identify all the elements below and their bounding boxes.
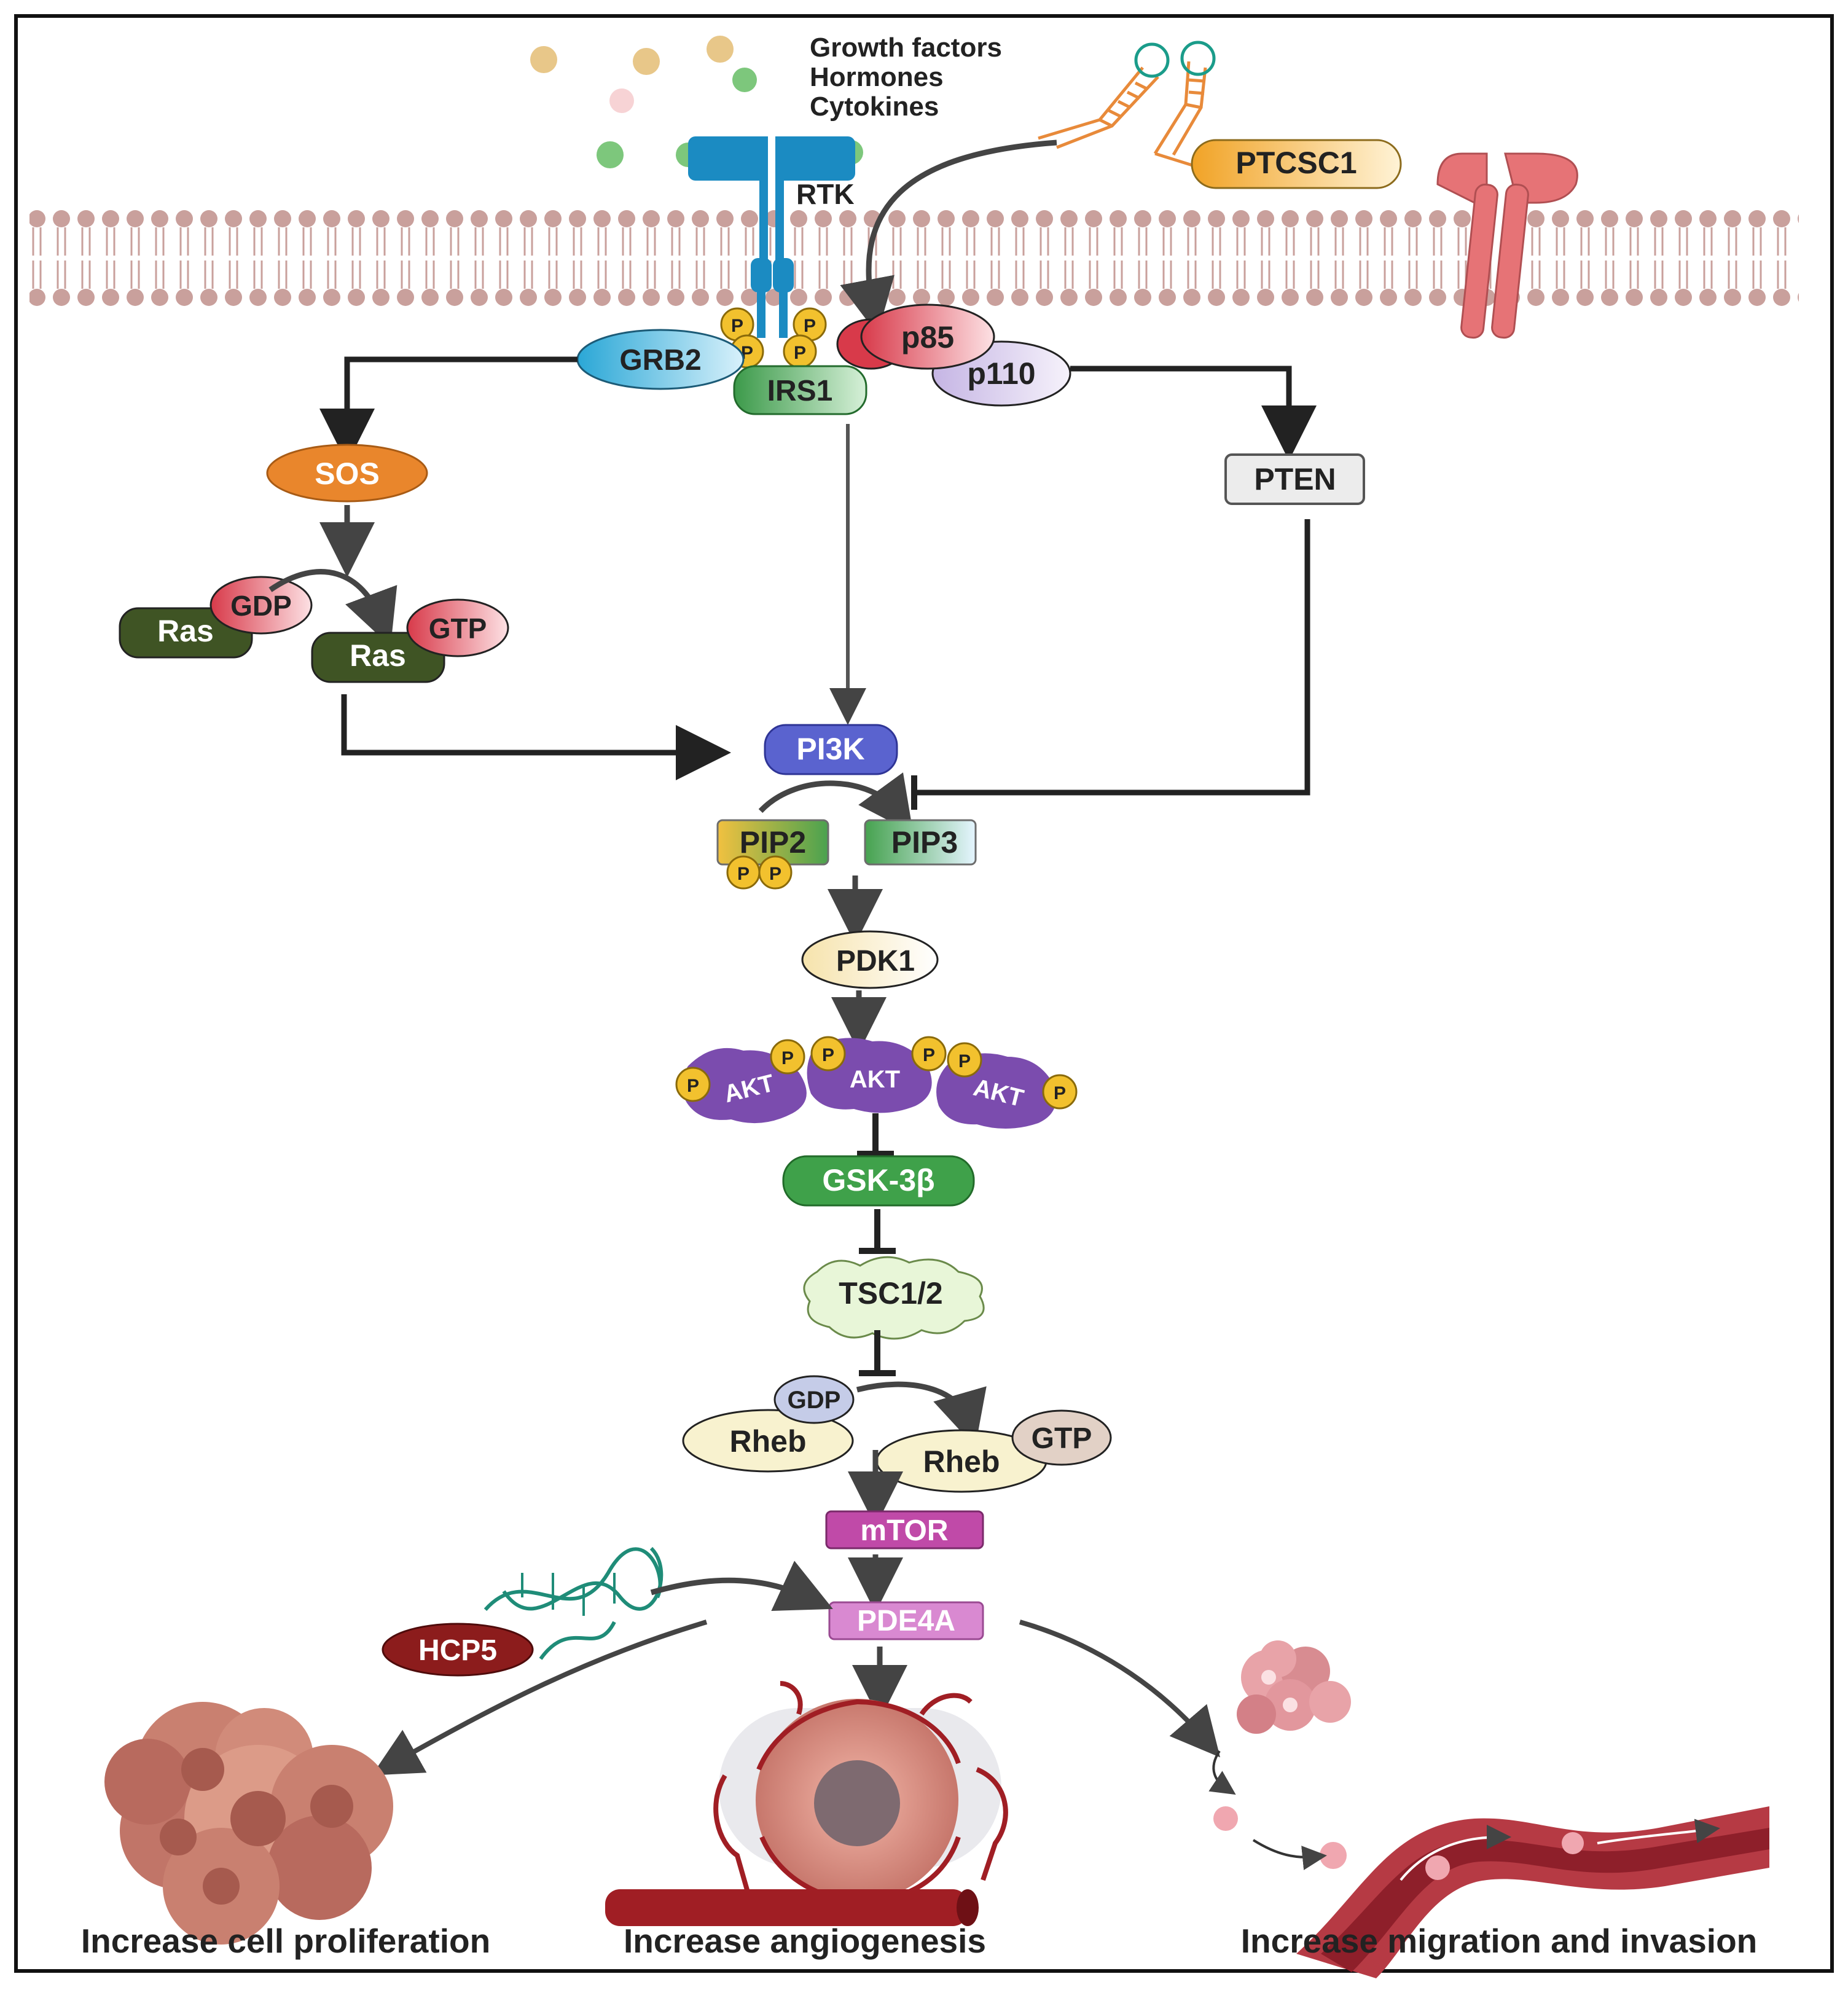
migration-step-arrow — [1208, 1750, 1236, 1795]
irs1-node — [733, 365, 867, 415]
ras-label: Ras — [157, 614, 214, 648]
phospho-label: P — [958, 1051, 971, 1071]
phospho-label: P — [923, 1045, 935, 1065]
pten-node — [1224, 453, 1365, 505]
phospho-label: P — [769, 864, 781, 884]
ras-gtp-node — [311, 632, 445, 683]
gtp-label: GTP — [429, 613, 487, 644]
migrating-cell-cluster — [1237, 1640, 1351, 1734]
gtp-badge — [406, 598, 509, 657]
phospho-label: P — [822, 1045, 834, 1065]
cell-proliferation-cluster — [104, 1702, 393, 1945]
grb2-label: GRB2 — [619, 344, 701, 377]
angiogenesis-tumor — [605, 1681, 1008, 1926]
grb2-to-sos-arrow — [319, 356, 578, 464]
ptcsc1-to-p85-arrow — [840, 139, 1057, 335]
rheb-active-label: Rheb — [923, 1444, 1000, 1479]
rheb-gdp-to-gtp-arrow — [856, 1381, 987, 1447]
gsk3b-label: GSK-3β — [822, 1163, 934, 1197]
gdp-to-gtp-arrow — [268, 569, 397, 647]
pip2-label: PIP2 — [740, 825, 806, 860]
hcp5-pill — [382, 1623, 534, 1677]
gdp-badge — [773, 1375, 855, 1424]
gtp-badge — [1011, 1409, 1112, 1466]
rtk-label: RTK — [796, 178, 855, 210]
tsc-label: TSC1/2 — [839, 1276, 943, 1310]
phospho-label: P — [737, 864, 750, 884]
akt-phosphates — [675, 1036, 1078, 1110]
blood-vessel — [1213, 1806, 1769, 1978]
pip2-to-pip3-arrow — [758, 772, 914, 834]
angiogenesis-label: Increase angiogenesis — [624, 1922, 986, 1960]
phospho-label: P — [687, 1076, 699, 1096]
ptcsc1-rna-structure — [1038, 61, 1207, 171]
hcp5-dna-helix — [484, 1546, 664, 1660]
rheb-gdp-node — [682, 1409, 854, 1473]
phospho-label: P — [794, 343, 806, 363]
ptcsc1-label: PTCSC1 — [1235, 146, 1357, 180]
ptcsc1-loops — [1134, 41, 1216, 78]
hormones-label: Hormones — [810, 62, 944, 92]
sos-label: SOS — [315, 456, 380, 491]
pi3k-node — [764, 724, 898, 775]
pip2-phosphate — [758, 855, 793, 890]
growth-factors-label: Growth factors — [810, 33, 1002, 63]
p110-label: p110 — [967, 356, 1035, 391]
cytokines-label: Cytokines — [810, 92, 939, 122]
ras-to-pi3k-arrow — [341, 694, 731, 780]
mtor-label: mTOR — [860, 1514, 948, 1547]
proliferation-label: Increase cell proliferation — [81, 1922, 490, 1960]
phospho-label: P — [1054, 1083, 1066, 1103]
circulation-arrow — [1597, 1819, 1720, 1844]
sos-node — [266, 444, 428, 503]
membrane-channel — [1436, 152, 1578, 339]
invasion-step-arrow — [1252, 1839, 1327, 1870]
akt-label: AKT — [850, 1066, 900, 1093]
mtor-node — [825, 1510, 984, 1549]
hcp5-to-pde4a-arrow — [650, 1561, 833, 1612]
pde4a-node — [828, 1601, 984, 1640]
pde4a-to-migration-arrow — [1019, 1620, 1221, 1758]
pi3k-label: PI3K — [796, 732, 864, 766]
rheb-gdp-label: GDP — [788, 1387, 841, 1414]
circulation-arrow — [1400, 1825, 1511, 1881]
phospho-label: P — [731, 316, 743, 336]
ras-active-label: Ras — [350, 638, 406, 673]
pip3-node — [864, 819, 977, 866]
rheb-label: Rheb — [730, 1424, 807, 1459]
rheb-gtp-label: GTP — [1032, 1422, 1092, 1455]
pdk1-label: PDK1 — [836, 945, 915, 977]
pde4a-label: PDE4A — [857, 1605, 955, 1637]
cell-membrane — [29, 206, 1799, 310]
tsc-node — [803, 1256, 985, 1340]
pde4a-to-proliferation-arrow — [372, 1620, 708, 1776]
pdk1-node — [801, 930, 939, 989]
gdp-badge — [209, 576, 313, 635]
phospho-label: P — [781, 1048, 794, 1068]
gsk3b-node — [782, 1155, 975, 1207]
irs1-label: IRS1 — [767, 375, 833, 407]
hcp5-label: HCP5 — [418, 1634, 497, 1667]
rtk-receptor — [688, 136, 855, 338]
pip3-label: PIP3 — [891, 825, 958, 860]
figure-border — [14, 14, 1834, 1973]
pten-label: PTEN — [1254, 462, 1336, 496]
p85-node — [860, 304, 995, 370]
pten-inhibition-line — [914, 519, 1310, 796]
migration-label: Increase migration and invasion — [1241, 1922, 1758, 1960]
p85-label: p85 — [901, 320, 954, 355]
gdp-label: GDP — [230, 590, 292, 622]
p110-to-pten-arrow — [1070, 366, 1317, 461]
ptcsc1-pill — [1191, 139, 1402, 189]
phospho-label: P — [804, 316, 816, 336]
